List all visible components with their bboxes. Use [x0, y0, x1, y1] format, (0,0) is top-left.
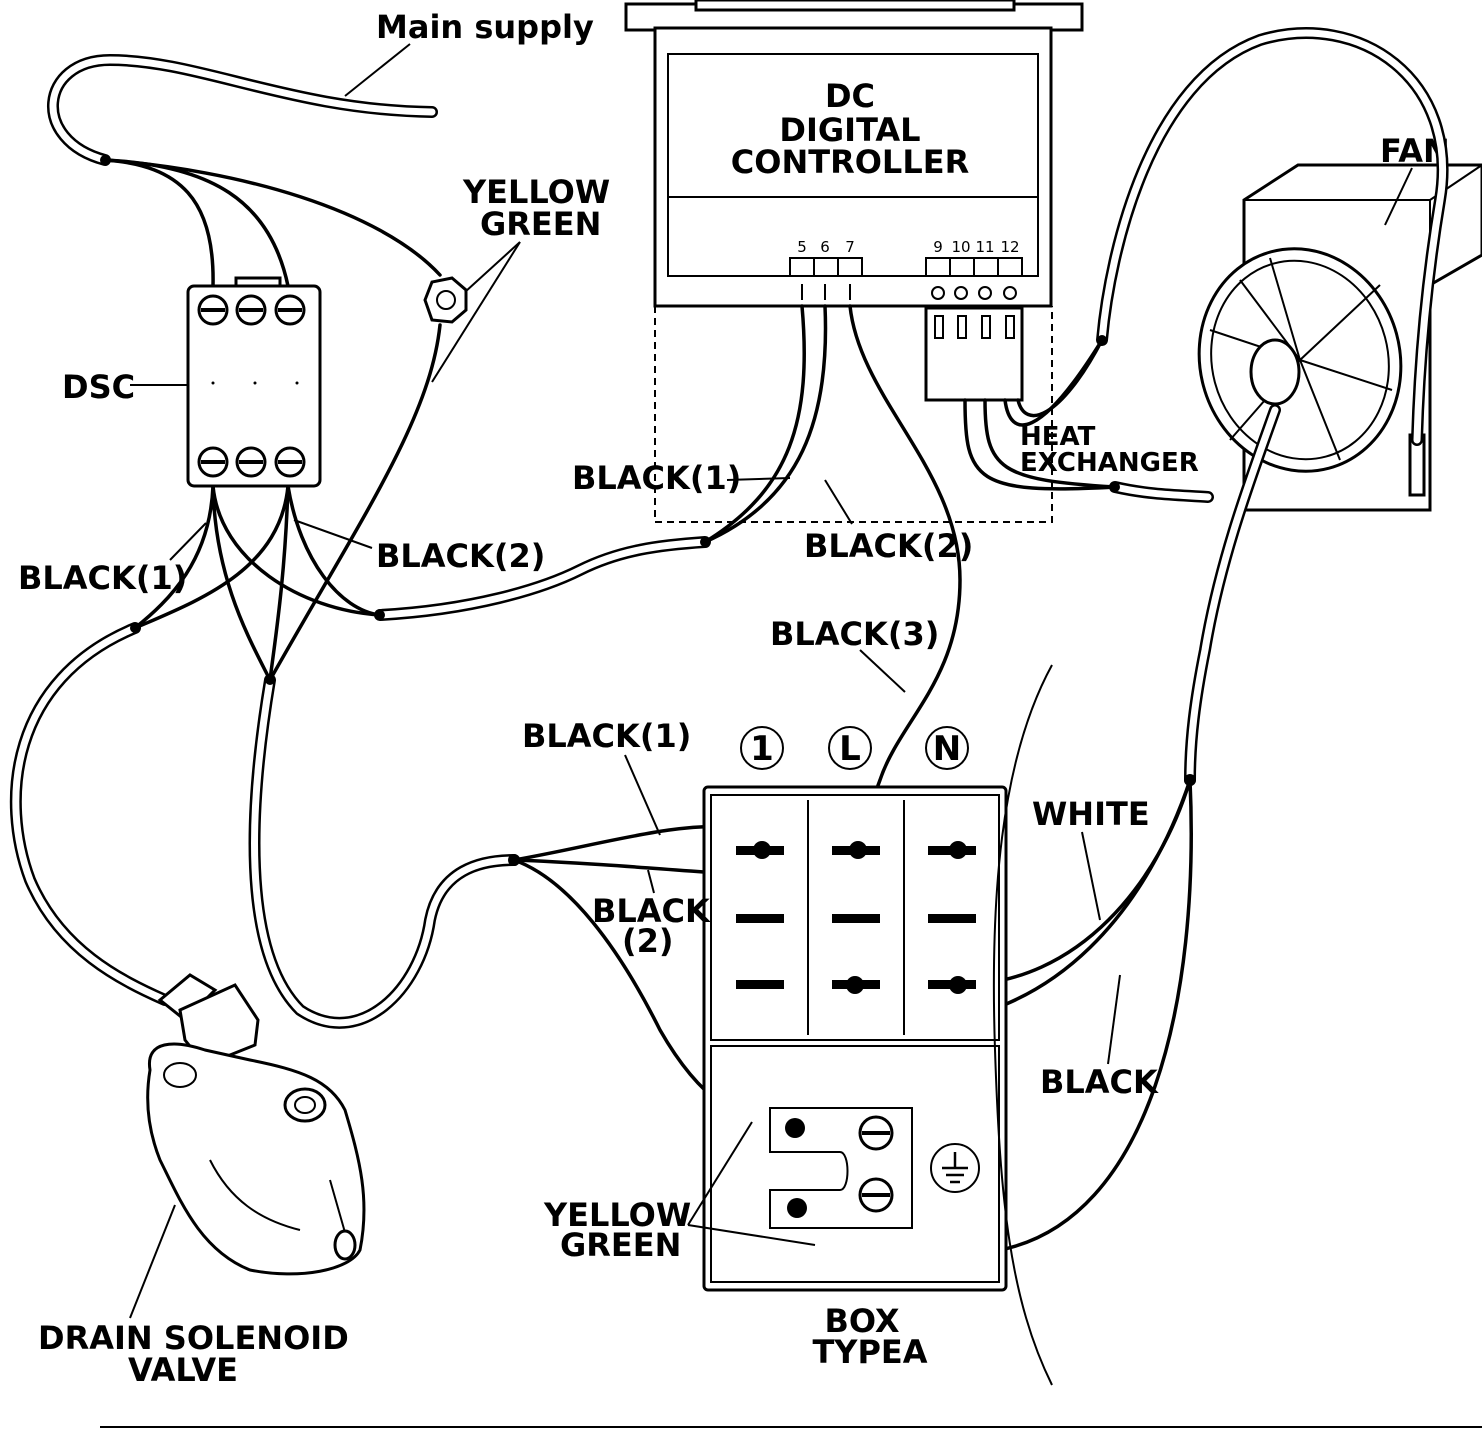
- cable-joints: [100, 155, 1196, 866]
- terminal-10-label: 10: [951, 238, 970, 256]
- terminal-bars: [736, 841, 976, 994]
- main-supply-label: Main supply: [376, 8, 594, 46]
- yellow-green-top-line1: YELLOW: [462, 173, 610, 211]
- box-label-line1: BOX: [824, 1302, 899, 1340]
- terminal-11-label: 11: [975, 238, 994, 256]
- yellow-green-bottom-line1: YELLOW: [543, 1196, 691, 1234]
- terminal-12-label: 12: [1000, 238, 1019, 256]
- controller-title-line1: DC: [825, 77, 875, 115]
- terminal-9-label: 9: [933, 238, 943, 256]
- black1-box-label: BLACK(1): [522, 717, 691, 755]
- controller-title-line2: DIGITAL: [779, 111, 920, 149]
- black1-controller-label: BLACK(1): [572, 459, 741, 497]
- yellow-green-bottom-line2: GREEN: [560, 1226, 681, 1264]
- dsc-label: DSC: [62, 368, 135, 406]
- white-label: WHITE: [1032, 795, 1150, 833]
- box-terminal-headers: 1 L N: [740, 726, 969, 770]
- black3-label: BLACK(3): [770, 615, 939, 653]
- heat-exchanger-line2: EXCHANGER: [1020, 448, 1199, 478]
- terminal-7-label: 7: [845, 238, 855, 256]
- black1-dsc-label: BLACK(1): [18, 559, 187, 597]
- black2-box-label-line1: BLACK: [592, 892, 711, 930]
- dsc-screws: [197, 294, 306, 478]
- wall-outline: [992, 664, 1053, 1386]
- terminal-l-header: L: [839, 729, 861, 769]
- drain-valve-label-line2: VALVE: [128, 1351, 238, 1389]
- black2-dsc-label: BLACK(2): [376, 537, 545, 575]
- black2-controller-label: BLACK(2): [804, 527, 973, 565]
- black-fan-label: BLACK: [1040, 1063, 1159, 1101]
- ground-icon: [930, 1143, 980, 1193]
- ground-nut: [423, 276, 468, 324]
- dc-digital-controller: DC DIGITAL CONTROLLER 5 6 7 9 10 11 12: [624, 0, 1084, 523]
- yellow-green-top-line2: GREEN: [480, 205, 601, 243]
- heat-exchanger-line1: HEAT: [1020, 422, 1096, 452]
- terminal-6-label: 6: [820, 238, 830, 256]
- terminal-1-header: 1: [750, 729, 774, 769]
- ground-terminal-block: [769, 1107, 980, 1229]
- drain-solenoid-valve: DRAIN SOLENOID VALVE: [38, 973, 366, 1389]
- terminal-5-label: 5: [797, 238, 807, 256]
- drain-valve-label-line1: DRAIN SOLENOID: [38, 1319, 349, 1357]
- controller-title-line3: CONTROLLER: [731, 143, 969, 181]
- box-label-line2: TYPEA: [812, 1333, 927, 1371]
- labels: Main supply YELLOW GREEN HEAT EXCHANGER …: [18, 8, 1199, 1264]
- dsc-switch: DSC: [62, 276, 322, 488]
- box-typea: 1 L N BOX TYPEA: [702, 726, 1008, 1371]
- black2-box-label-line2: (2): [622, 922, 674, 960]
- cables: [9, 27, 1449, 1029]
- terminal-n-header: N: [933, 729, 961, 769]
